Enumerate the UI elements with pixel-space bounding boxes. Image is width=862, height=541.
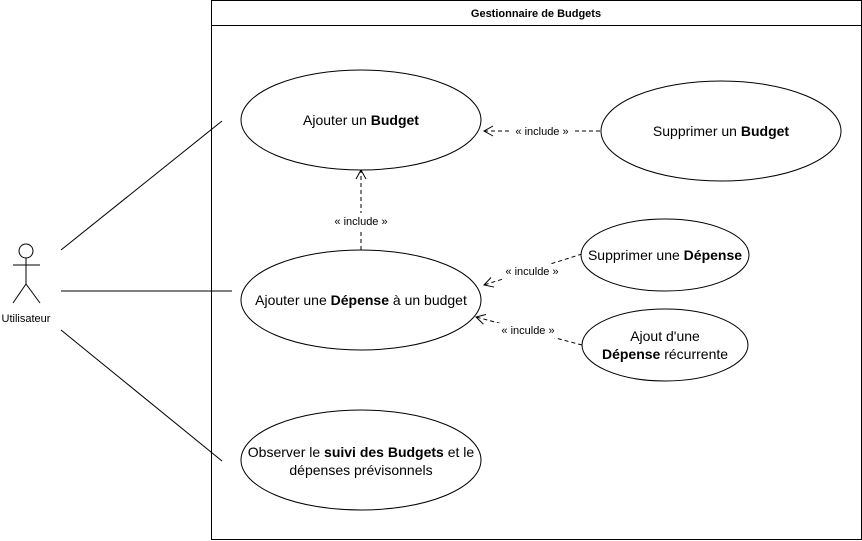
svg-text:Ajouter une Dépense à un budge: Ajouter une Dépense à un budget bbox=[255, 292, 467, 308]
uc-label-pre: Supprimer une bbox=[588, 247, 684, 263]
uc-label-post: à un budget bbox=[389, 292, 467, 308]
include-ajout-recurrente bbox=[475, 313, 583, 346]
association-observer bbox=[60, 329, 223, 462]
svg-text:Supprimer une Dépense: Supprimer une Dépense bbox=[588, 247, 742, 263]
uc-label-line2: dépenses prévisonnels bbox=[289, 462, 432, 478]
associations bbox=[60, 120, 232, 462]
uc-label-bold: Budget bbox=[371, 112, 420, 128]
uc-label-bold: Dépense bbox=[602, 346, 661, 362]
svg-text:Supprimer un Budget: Supprimer un Budget bbox=[653, 123, 789, 139]
association-ajouter-budget bbox=[60, 120, 223, 251]
uc-label-bold: Dépense bbox=[684, 247, 743, 263]
include-labels: « include » « include » « inculde » « in… bbox=[328, 124, 575, 338]
uc-label-pre: Observer le bbox=[248, 444, 324, 460]
use-case-supprimer-budget[interactable]: Supprimer un Budget bbox=[600, 80, 842, 182]
uc-label-bold: suivi des Budgets bbox=[324, 444, 444, 460]
actor-utilisateur[interactable]: Utilisateur bbox=[2, 243, 51, 325]
use-case-ajout-recurrente[interactable]: Ajout d'une Dépense récurrente bbox=[581, 308, 749, 382]
include-label-2: « include » bbox=[515, 126, 568, 138]
svg-text:Dépense récurrente: Dépense récurrente bbox=[602, 346, 728, 362]
use-case-ajouter-depense[interactable]: Ajouter une Dépense à un budget bbox=[240, 249, 482, 351]
uc-label-bold: Budget bbox=[741, 123, 790, 139]
include-label-4: « inculde » bbox=[501, 325, 554, 337]
uc-label-post: récurrente bbox=[660, 346, 728, 362]
stick-figure-icon bbox=[12, 243, 41, 304]
actor-label: Utilisateur bbox=[2, 313, 51, 325]
uc-label-pre: Ajouter une bbox=[255, 292, 331, 308]
system-title: Gestionnaire de Budgets bbox=[471, 8, 601, 20]
use-case-supprimer-depense[interactable]: Supprimer une Dépense bbox=[580, 218, 750, 292]
svg-text:Observer le suivi des Budgets: Observer le suivi des Budgets et le bbox=[248, 444, 475, 460]
use-case-observer[interactable]: Observer le suivi des Budgets et le dépe… bbox=[240, 409, 482, 511]
include-label-1: « include » bbox=[334, 216, 387, 228]
uc-label-post: et le bbox=[444, 444, 475, 460]
uc-label-pre: Supprimer un bbox=[653, 123, 741, 139]
svg-text:Ajouter un Budget: Ajouter un Budget bbox=[303, 112, 419, 128]
uc-label-pre: Ajouter un bbox=[303, 112, 371, 128]
uc-label-bold: Dépense bbox=[331, 292, 390, 308]
include-label-3: « inculde » bbox=[505, 266, 558, 278]
use-case-ajouter-budget[interactable]: Ajouter un Budget bbox=[240, 69, 482, 171]
uc-label-line1: Ajout d'une bbox=[630, 328, 700, 344]
